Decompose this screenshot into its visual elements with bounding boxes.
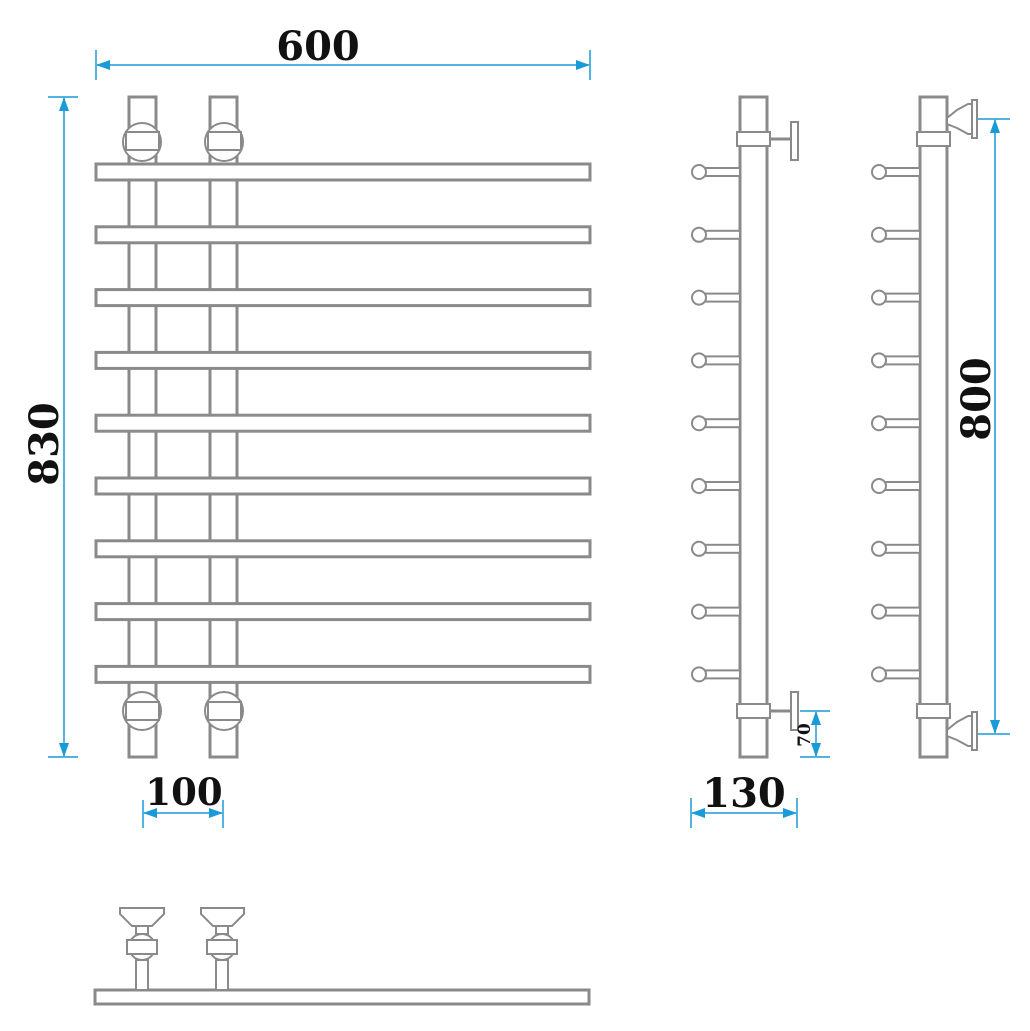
front-rail-8 xyxy=(94,602,592,622)
side1-rail-end-9 xyxy=(691,666,741,683)
dimension-connection: 800 xyxy=(953,118,1010,735)
side1-rail-end-6 xyxy=(691,478,741,494)
side2-rail-end-6 xyxy=(871,478,921,494)
front-rail-1 xyxy=(94,162,592,182)
front-rail-9 xyxy=(94,664,592,684)
front-rail-6 xyxy=(94,476,592,496)
side2-rail-end-4 xyxy=(871,352,921,369)
height-label: 830 xyxy=(21,402,68,486)
side2-rail-end-5 xyxy=(871,415,921,432)
side1-rail-end-1 xyxy=(691,164,741,180)
side-view-left xyxy=(691,95,799,759)
side1-bottom-valve xyxy=(736,691,799,731)
side2-rail-end-9 xyxy=(871,666,921,683)
side2-rail-end-2 xyxy=(871,226,921,243)
side1-rail-end-5 xyxy=(691,415,741,432)
dimension-offset: 70 xyxy=(795,710,830,758)
top-view-right-valve xyxy=(200,907,245,991)
dimension-depth: 130 xyxy=(690,770,798,828)
side2-rail-end-8 xyxy=(871,603,921,620)
dimension-pipe-spacing: 100 xyxy=(142,770,224,828)
side1-rail-end-7 xyxy=(691,540,741,557)
side1-rail-end-8 xyxy=(691,603,741,620)
front-rail-2 xyxy=(94,225,592,245)
width-label: 600 xyxy=(276,23,360,70)
front-view xyxy=(94,95,592,759)
dimension-width: 600 xyxy=(95,23,591,80)
side2-top-fitting xyxy=(916,99,978,147)
side-view-right xyxy=(871,95,978,759)
side1-top-valve xyxy=(736,121,799,161)
side2-rail-ends xyxy=(871,164,921,683)
offset-label: 70 xyxy=(795,723,815,747)
side1-rail-end-2 xyxy=(691,226,741,243)
top-view xyxy=(93,907,591,1006)
dimension-height: 830 xyxy=(21,96,78,758)
side2-bottom-fitting xyxy=(916,703,978,751)
front-rails xyxy=(94,162,592,684)
pipe-spacing-label: 100 xyxy=(145,770,222,814)
side1-rail-end-4 xyxy=(691,352,741,369)
connection-label: 800 xyxy=(953,357,1000,441)
side2-rail-end-7 xyxy=(871,540,921,557)
front-rail-7 xyxy=(94,539,592,559)
front-top-right-connector xyxy=(204,122,244,162)
top-view-rail xyxy=(93,988,591,1006)
front-rail-4 xyxy=(94,350,592,370)
side1-rail-end-3 xyxy=(691,289,741,306)
top-view-left-valve xyxy=(119,907,165,991)
front-top-left-connector xyxy=(122,122,162,162)
front-bottom-right-connector xyxy=(204,691,244,731)
front-rail-3 xyxy=(94,288,592,308)
depth-label: 130 xyxy=(702,770,786,817)
side2-rail-end-3 xyxy=(871,289,921,306)
side2-rail-end-1 xyxy=(871,164,921,180)
side1-rail-ends xyxy=(691,164,741,683)
side2-pipe xyxy=(918,95,949,759)
front-bottom-left-connector xyxy=(122,691,162,731)
front-rail-5 xyxy=(94,413,592,433)
side1-pipe xyxy=(738,95,769,759)
